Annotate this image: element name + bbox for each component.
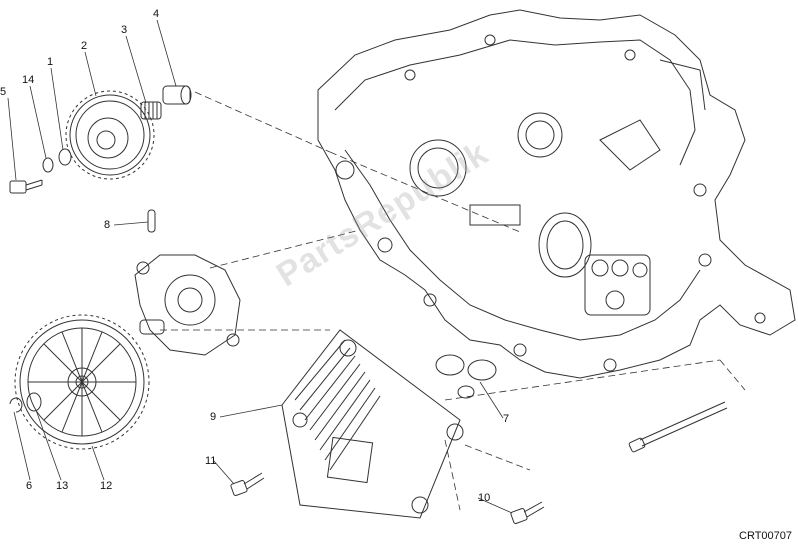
seals-item-7 xyxy=(435,354,497,399)
callout-12: 12 xyxy=(100,480,113,492)
bolt-item-10 xyxy=(510,501,545,524)
circlip-item-6 xyxy=(9,397,23,413)
leader-lines xyxy=(7,19,513,514)
washer-item-14 xyxy=(42,157,54,173)
callout-11: 11 xyxy=(205,455,217,467)
oil-cooler-item-9 xyxy=(281,329,464,519)
pump-body xyxy=(134,254,241,356)
callout-14: 14 xyxy=(22,74,35,86)
drawing-code: CRT00707 xyxy=(739,530,792,542)
callout-4: 4 xyxy=(153,8,160,20)
gear-item-2 xyxy=(65,90,155,180)
dowel-pin-item-8 xyxy=(147,209,156,233)
callout-1: 1 xyxy=(47,56,54,68)
bolt-item-11 xyxy=(230,472,265,496)
callout-3: 3 xyxy=(121,24,128,36)
callout-10: 10 xyxy=(478,492,491,504)
bushing-item-4 xyxy=(162,85,192,105)
callout-6: 6 xyxy=(26,480,33,492)
assembly-axis-lines xyxy=(160,91,746,511)
gear-item-12 xyxy=(14,314,150,450)
callout-7: 7 xyxy=(503,413,510,425)
washer-item-13 xyxy=(26,392,42,412)
callout-13: 13 xyxy=(56,480,69,492)
crankcase-half xyxy=(317,9,796,379)
bolt-item-5 xyxy=(9,179,43,194)
callout-2: 2 xyxy=(81,40,88,52)
callout-8: 8 xyxy=(104,219,111,231)
callout-5: 5 xyxy=(0,86,7,98)
bearing-item-3 xyxy=(140,101,162,120)
callout-9: 9 xyxy=(210,411,217,423)
washer-item-1 xyxy=(58,148,72,166)
long-stud-bolt xyxy=(628,401,728,453)
